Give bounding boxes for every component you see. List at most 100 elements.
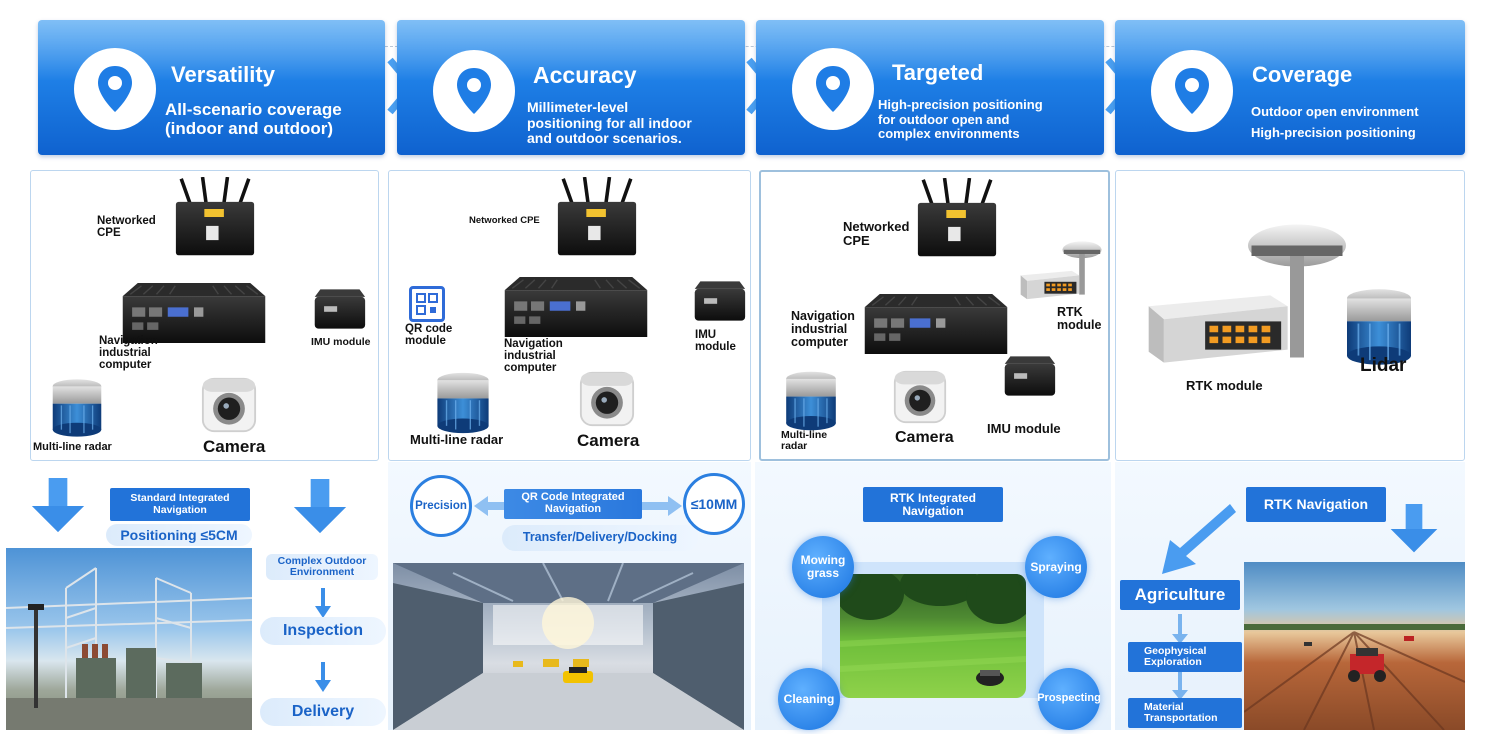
- subtitle-line: High-precision positioning: [878, 97, 1043, 112]
- imu-module-image: [1001, 352, 1057, 400]
- equipment-panel-versatility: Networked CPE Navigation industrial comp…: [30, 170, 379, 461]
- down-arrow-icon: [315, 662, 331, 692]
- accuracy-circle: ≤10MM: [683, 473, 745, 535]
- imu-module-image: [311, 285, 367, 333]
- imu-label: IMU module: [695, 329, 736, 354]
- camera-image: [893, 370, 947, 424]
- down-arrow-icon: [30, 478, 86, 534]
- banner-subtitle: All-scenario coverage (indoor and outdoo…: [165, 100, 342, 138]
- subtitle-line: All-scenario coverage: [165, 100, 342, 119]
- lidar-label: Lidar: [1360, 355, 1407, 376]
- computer-label: Navigation industrial computer: [791, 309, 855, 350]
- down-arrow-icon: [1388, 504, 1440, 554]
- subtitle-line: Millimeter-level: [527, 99, 629, 115]
- rtk-box-image: [1017, 268, 1081, 302]
- down-arrow-icon: [315, 588, 331, 618]
- banner-title: Targeted: [892, 60, 984, 85]
- radar-label: Multi-line radar: [781, 429, 828, 453]
- industrial-computer-image: [501, 269, 651, 345]
- computer-label: Navigation industrial computer: [504, 338, 563, 375]
- networked-cpe-image: [167, 177, 263, 257]
- qr-code-icon: [409, 286, 445, 322]
- arrow-right-icon: [642, 496, 682, 516]
- bubble-spraying: Spraying: [1025, 536, 1087, 598]
- standard-navigation-label: Standard Integrated Navigation: [110, 488, 250, 521]
- camera-image: [201, 377, 257, 433]
- banner-coverage: Coverage Outdoor open environment High-p…: [1115, 20, 1465, 155]
- warehouse-photo: [393, 563, 744, 730]
- equipment-panel-accuracy: Networked CPE QR code module Navigation …: [388, 170, 751, 461]
- equipment-panel-coverage: RTK module Lidar: [1115, 170, 1465, 461]
- environment-label: Complex Outdoor Environment: [266, 554, 378, 580]
- accuracy-value: ≤10MM: [690, 496, 738, 512]
- subtitle-line: and outdoor scenarios.: [527, 130, 682, 147]
- pin-circle: [1151, 50, 1233, 132]
- transfer-tasks: Transfer/Delivery/Docking: [502, 525, 698, 551]
- cpe-label: Networked CPE: [97, 215, 156, 240]
- subtitle-line: for outdoor open and: [878, 111, 1010, 127]
- banner-subtitle: Outdoor open environment High-precision …: [1251, 102, 1419, 144]
- banner-title: Versatility: [171, 62, 275, 87]
- rtk-box-image: [1136, 291, 1296, 367]
- precision-label: Precision: [415, 500, 467, 512]
- radar-image: [783, 370, 839, 432]
- task-inspection: Inspection: [260, 617, 386, 645]
- radar-label: Multi-line radar: [410, 432, 504, 447]
- subtitle-line: complex environments: [878, 126, 1020, 142]
- rtk-integrated-navigation-label: RTK Integrated Navigation: [863, 487, 1003, 522]
- radar-image: [435, 371, 491, 435]
- down-arrow-icon: [1172, 672, 1188, 700]
- banner-subtitle: High-precision positioning for outdoor o…: [878, 97, 1043, 142]
- location-pin-icon: [813, 64, 853, 114]
- down-arrow-icon: [292, 478, 348, 536]
- camera-label: Camera: [203, 437, 266, 456]
- bubble-cleaning: Cleaning: [778, 668, 840, 730]
- banner-title: Coverage: [1252, 62, 1353, 87]
- cpe-label: Networked CPE: [843, 219, 910, 248]
- substation-photo: [6, 548, 252, 730]
- diagonal-arrow-icon: [1162, 504, 1236, 574]
- rtk-label: RTK module: [1186, 378, 1263, 393]
- imu-label: IMU module: [311, 336, 371, 348]
- imu-label: IMU module: [987, 421, 1061, 436]
- banner-accuracy: Accuracy Millimeter-level positioning fo…: [397, 20, 745, 155]
- banner-subtitle: Millimeter-level positioning for all ind…: [527, 99, 692, 147]
- subtitle-line: (indoor and outdoor): [165, 119, 334, 139]
- pin-circle: [433, 50, 515, 132]
- banner-versatility: Versatility All-scenario coverage (indoo…: [38, 20, 385, 155]
- arrow-left-icon: [474, 496, 506, 516]
- task-delivery: Delivery: [260, 698, 386, 726]
- farm-field-photo: [1244, 562, 1465, 730]
- computer-label: Navigation industrial computer: [99, 335, 158, 372]
- camera-image: [579, 371, 635, 427]
- bubble-mowing-grass: Mowing grass: [792, 536, 854, 598]
- subtitle-line: positioning for all indoor: [527, 114, 692, 131]
- qr-label: QR code module: [405, 323, 453, 348]
- subtitle-line: Outdoor open environment: [1251, 104, 1419, 119]
- qr-navigation-label: QR Code Integrated Navigation: [504, 489, 642, 519]
- cpe-label: Networked CPE: [469, 215, 540, 226]
- bubble-prospecting: Prospecting: [1037, 668, 1101, 730]
- rtk-label: RTK module: [1057, 305, 1102, 333]
- rtk-navigation-label: RTK Navigation: [1246, 487, 1386, 522]
- location-pin-icon: [454, 66, 494, 116]
- subtitle-line: High-precision positioning: [1251, 124, 1416, 140]
- networked-cpe-image: [909, 178, 1005, 258]
- banner-title: Accuracy: [533, 62, 637, 88]
- lawn-photo: [840, 574, 1026, 698]
- imu-module-image: [691, 277, 747, 325]
- location-pin-icon: [1172, 66, 1212, 116]
- radar-label: Multi-line radar: [33, 441, 112, 453]
- pin-circle: [792, 48, 874, 130]
- industrial-computer-image: [861, 286, 1011, 362]
- agriculture-label: Agriculture: [1120, 580, 1240, 610]
- positioning-value: Positioning ≤5CM: [106, 524, 252, 546]
- radar-image: [51, 377, 103, 439]
- camera-label: Camera: [895, 429, 954, 446]
- networked-cpe-image: [549, 177, 645, 257]
- task-material: Material Transportation: [1128, 698, 1242, 728]
- down-arrow-icon: [1172, 614, 1188, 644]
- banner-targeted: Targeted High-precision positioning for …: [756, 20, 1104, 155]
- pin-circle: [74, 48, 156, 130]
- location-pin-icon: [95, 64, 135, 114]
